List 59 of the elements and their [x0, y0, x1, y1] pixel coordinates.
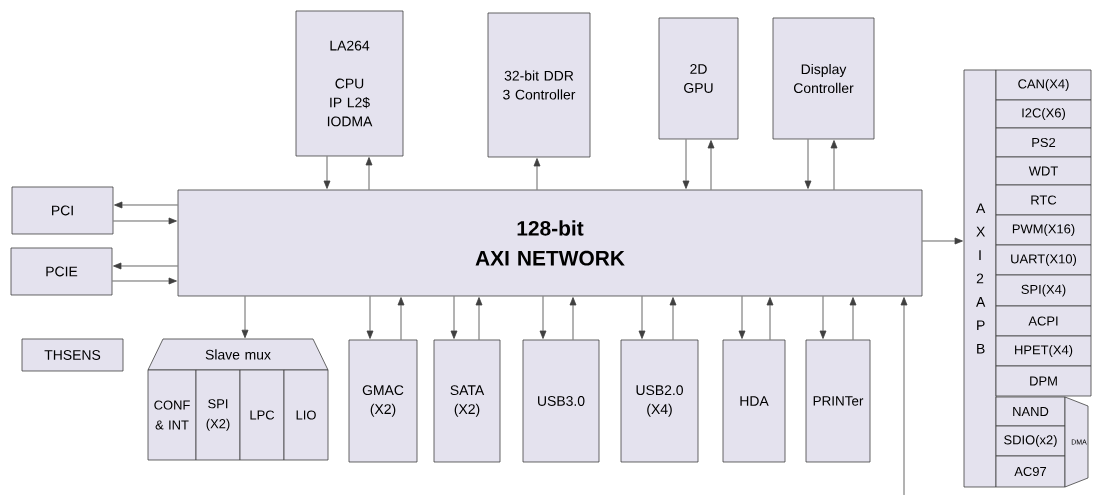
arrow: [682, 139, 690, 189]
controller-block: Display Controller: [772, 17, 875, 140]
arrow: [830, 140, 838, 190]
peripheral-cell: DPM: [995, 365, 1092, 397]
arrow: [539, 296, 547, 339]
arrow: [365, 157, 373, 190]
arrow: [114, 201, 178, 209]
peripheral-cell: CAN(X4): [995, 69, 1092, 101]
arrow: [450, 296, 458, 339]
interface-block: PRINTer: [805, 339, 871, 463]
mux-port-cell: CONF & INT: [147, 369, 197, 461]
arrow: [533, 158, 541, 190]
interface-block: PCIE: [10, 247, 113, 296]
arrow: [569, 297, 577, 340]
arrow: [397, 297, 405, 340]
controller-block: 32-bit DDR 3 Controller: [487, 12, 591, 158]
arrow: [707, 140, 715, 190]
peripheral-cell: ACPI: [995, 305, 1092, 337]
mux-trapezoid: Slave mux: [147, 338, 329, 371]
interface-block: HDA: [722, 339, 786, 463]
arrow: [366, 296, 374, 339]
peripheral-cell: PWM(X16): [995, 214, 1092, 246]
peripheral-cell: WDT: [995, 156, 1092, 186]
peripheral-cell: AC97: [995, 455, 1066, 488]
interface-block: SATA (X2): [433, 339, 501, 463]
arrow: [323, 156, 331, 189]
arrow: [113, 217, 177, 225]
arrow: [241, 296, 249, 339]
bus-block: 128-bit AXI NETWORK: [177, 189, 923, 297]
peripheral-cell: HPET(X4): [995, 335, 1092, 367]
arrow: [900, 297, 908, 496]
sensor-block: THSENS: [21, 338, 124, 372]
arrow: [849, 297, 857, 340]
interface-block: USB2.0 (X4): [620, 339, 699, 463]
arrow: [819, 296, 827, 339]
mux-port-cell: LPC: [239, 369, 285, 461]
arrow: [922, 237, 963, 245]
mux-port-cell: LIO: [283, 369, 329, 461]
arrow: [669, 297, 677, 340]
arrow: [738, 296, 746, 339]
peripheral-cell: NAND: [995, 396, 1066, 427]
interface-block: GMAC (X2): [348, 339, 418, 463]
processor-block: LA264 CPU IP L2$ IODMA: [295, 10, 404, 157]
arrow: [475, 297, 483, 340]
arrow: [113, 262, 178, 270]
peripheral-cell: SPI(X4): [995, 274, 1092, 307]
peripheral-cell: RTC: [995, 184, 1092, 216]
peripheral-cell: I2C(X6): [995, 99, 1092, 129]
peripheral-cell: SDIO(x2): [995, 425, 1066, 457]
arrow: [766, 297, 774, 340]
peripheral-cell: PS2: [995, 127, 1092, 158]
arrow: [638, 296, 646, 339]
interface-block: PCI: [11, 186, 114, 235]
peripheral-cell: UART(X10): [995, 244, 1092, 276]
arrow: [804, 139, 812, 189]
arrow: [112, 277, 177, 285]
gpu-block: 2D GPU: [658, 17, 739, 140]
interface-block: USB3.0: [522, 339, 600, 463]
mux-port-cell: SPI (X2): [195, 369, 241, 461]
